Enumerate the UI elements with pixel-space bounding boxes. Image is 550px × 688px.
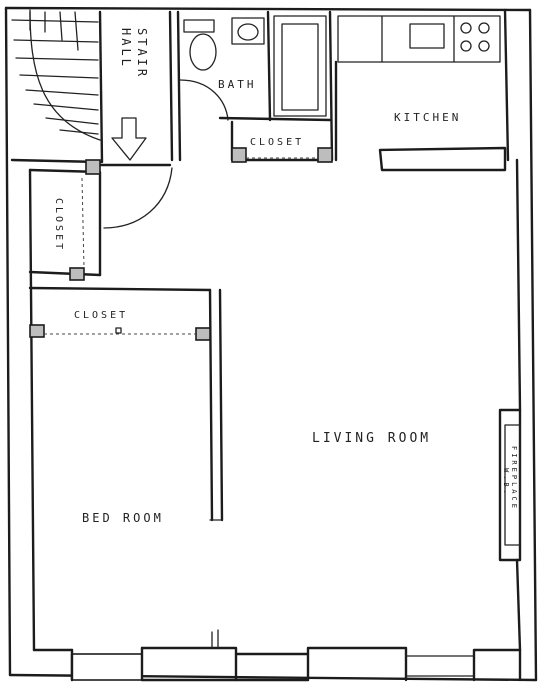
bedroom-closet [28,286,224,522]
fireplace-label-1: W.B. [502,468,510,497]
stair-hall-label-1: STAIR [135,28,149,79]
outer-walls [4,6,538,682]
fireplace [498,408,522,562]
stair-hall [10,9,174,167]
bath-closet-label: CLOSET [250,137,304,148]
kitchen [334,15,507,172]
kitchen-label: KITCHEN [394,111,461,124]
bottom-windows [70,629,522,682]
bath-closet [230,120,333,163]
bedroom-closet-label: CLOSET [74,310,128,321]
living-room-label: LIVING ROOM [312,431,431,446]
bed-room-label: BED ROOM [82,511,164,525]
hall-closet [28,159,173,281]
fireplace-label-2: FIREPLACE [510,446,518,511]
hall-closet-label: CLOSET [53,198,64,252]
bath [176,10,334,162]
bath-label: BATH [218,78,257,91]
stair-hall-label-2: HALL [119,28,133,69]
